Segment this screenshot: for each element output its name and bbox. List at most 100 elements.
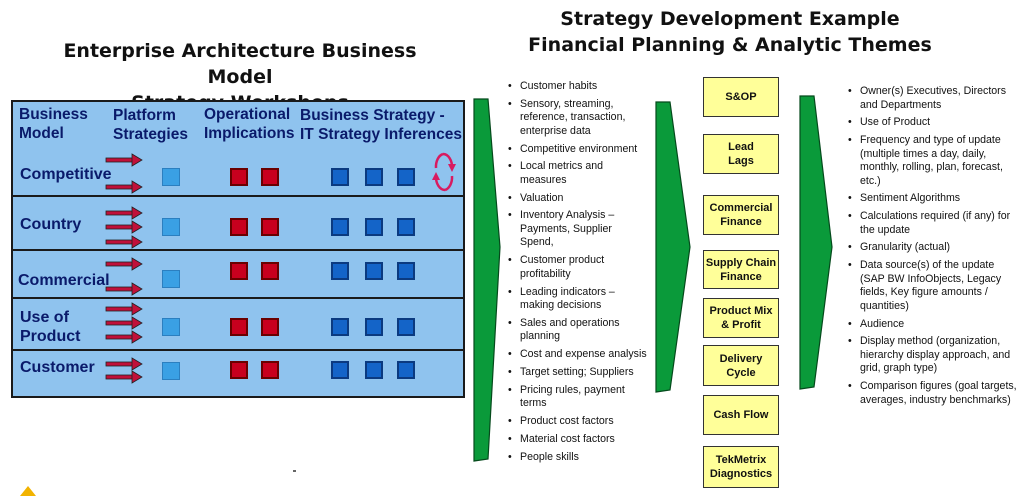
right-title: Strategy Development Example Financial P… — [520, 6, 940, 58]
arrow-right-icon — [105, 257, 143, 271]
inference-square — [331, 318, 349, 336]
inference-square — [365, 361, 383, 379]
inference-square — [331, 262, 349, 280]
row-label-use-of-product: Use of Product — [20, 309, 81, 345]
list-item: Product cost factors — [508, 415, 648, 429]
implication-square — [261, 361, 279, 379]
platform-square — [162, 168, 180, 186]
list-item: Sensory, streaming, reference, transacti… — [508, 98, 648, 139]
data-factors-list: Customer habits Sensory, streaming, refe… — [508, 80, 648, 468]
list-item: Audience — [848, 318, 1018, 332]
list-item: Valuation — [508, 192, 648, 206]
list-item: Material cost factors — [508, 433, 648, 447]
cycle-arrows-icon — [432, 152, 456, 192]
inference-square — [331, 218, 349, 236]
header-strategy-inferences: Business Strategy - IT Strategy Inferenc… — [300, 107, 462, 143]
inference-square — [397, 168, 415, 186]
chevron-arrow-2 — [655, 101, 691, 393]
left-title-line-1: Enterprise Architecture Business Model — [63, 40, 417, 88]
arrow-right-icon — [105, 180, 143, 194]
implication-square — [261, 168, 279, 186]
row-divider — [11, 249, 465, 251]
theme-box-sop: S&OP — [703, 77, 779, 117]
chevron-arrow-1 — [473, 98, 501, 462]
list-item: Data source(s) of the update (SAP BW Inf… — [848, 259, 1018, 313]
implication-square — [230, 361, 248, 379]
inference-square — [365, 218, 383, 236]
list-item: Use of Product — [848, 116, 1018, 130]
list-item: Display method (organization, hierarchy … — [848, 335, 1018, 376]
header-operational-implications: Operational Implications — [204, 106, 295, 142]
implication-square — [230, 318, 248, 336]
theme-box-product-mix: Product Mix& Profit — [703, 298, 779, 338]
implication-square — [261, 318, 279, 336]
row-label-customer: Customer — [20, 359, 95, 376]
list-item: Cost and expense analysis — [508, 348, 648, 362]
list-item: Target setting; Suppliers — [508, 366, 648, 380]
list-item: Leading indicators – making decisions — [508, 286, 648, 313]
header-business-model: Business Model — [19, 106, 88, 142]
list-item: Competitive environment — [508, 143, 648, 157]
platform-square — [162, 362, 180, 380]
list-item: Calculations required (if any) for the u… — [848, 210, 1018, 237]
list-item: Granularity (actual) — [848, 241, 1018, 255]
implication-square — [261, 262, 279, 280]
theme-box-cash-flow: Cash Flow — [703, 395, 779, 435]
arrow-right-icon — [105, 302, 143, 316]
arrow-right-icon — [105, 282, 143, 296]
row-divider — [11, 297, 465, 299]
implication-square — [230, 168, 248, 186]
inference-square — [365, 318, 383, 336]
header-platform-strategies: Platform Strategies — [113, 107, 188, 143]
arrow-right-icon — [105, 206, 143, 220]
list-item: Customer product profitability — [508, 254, 648, 281]
platform-square — [162, 318, 180, 336]
inference-square — [365, 262, 383, 280]
inference-square — [331, 168, 349, 186]
implication-square — [230, 218, 248, 236]
arrow-right-icon — [105, 316, 143, 330]
row-label-country: Country — [20, 216, 82, 233]
platform-square — [162, 218, 180, 236]
inference-square — [331, 361, 349, 379]
stray-dot — [293, 470, 296, 472]
implication-square — [261, 218, 279, 236]
arrow-right-icon — [105, 370, 143, 384]
inference-square — [397, 361, 415, 379]
platform-square — [162, 270, 180, 288]
right-title-line-2: Financial Planning & Analytic Themes — [528, 34, 932, 56]
logo-fragment — [20, 486, 36, 496]
row-label-commercial: Commercial — [18, 272, 110, 289]
right-title-line-1: Strategy Development Example — [560, 8, 900, 30]
arrow-right-icon — [105, 153, 143, 167]
inference-square — [397, 318, 415, 336]
list-item: Inventory Analysis – Payments, Supplier … — [508, 209, 648, 250]
inference-square — [365, 168, 383, 186]
arrow-right-icon — [105, 235, 143, 249]
arrow-right-icon — [105, 220, 143, 234]
list-item: People skills — [508, 451, 648, 465]
update-attributes-list: Owner(s) Executives, Directors and Depar… — [848, 85, 1018, 411]
list-item: Comparison figures (goal targets, averag… — [848, 380, 1018, 407]
list-item: Sales and operations planning — [508, 317, 648, 344]
inference-square — [397, 262, 415, 280]
implication-square — [230, 262, 248, 280]
arrow-right-icon — [105, 330, 143, 344]
list-item: Frequency and type of update (multiple t… — [848, 134, 1018, 188]
list-item: Pricing rules, payment terms — [508, 384, 648, 411]
list-item: Sentiment Algorithms — [848, 192, 1018, 206]
list-item: Customer habits — [508, 80, 648, 94]
arrow-right-icon — [105, 357, 143, 371]
list-item: Local metrics and measures — [508, 160, 648, 187]
row-divider — [11, 349, 465, 351]
chevron-arrow-3 — [799, 95, 833, 390]
row-label-competitive: Competitive — [20, 166, 112, 183]
row-divider — [11, 195, 465, 197]
list-item: Owner(s) Executives, Directors and Depar… — [848, 85, 1018, 112]
